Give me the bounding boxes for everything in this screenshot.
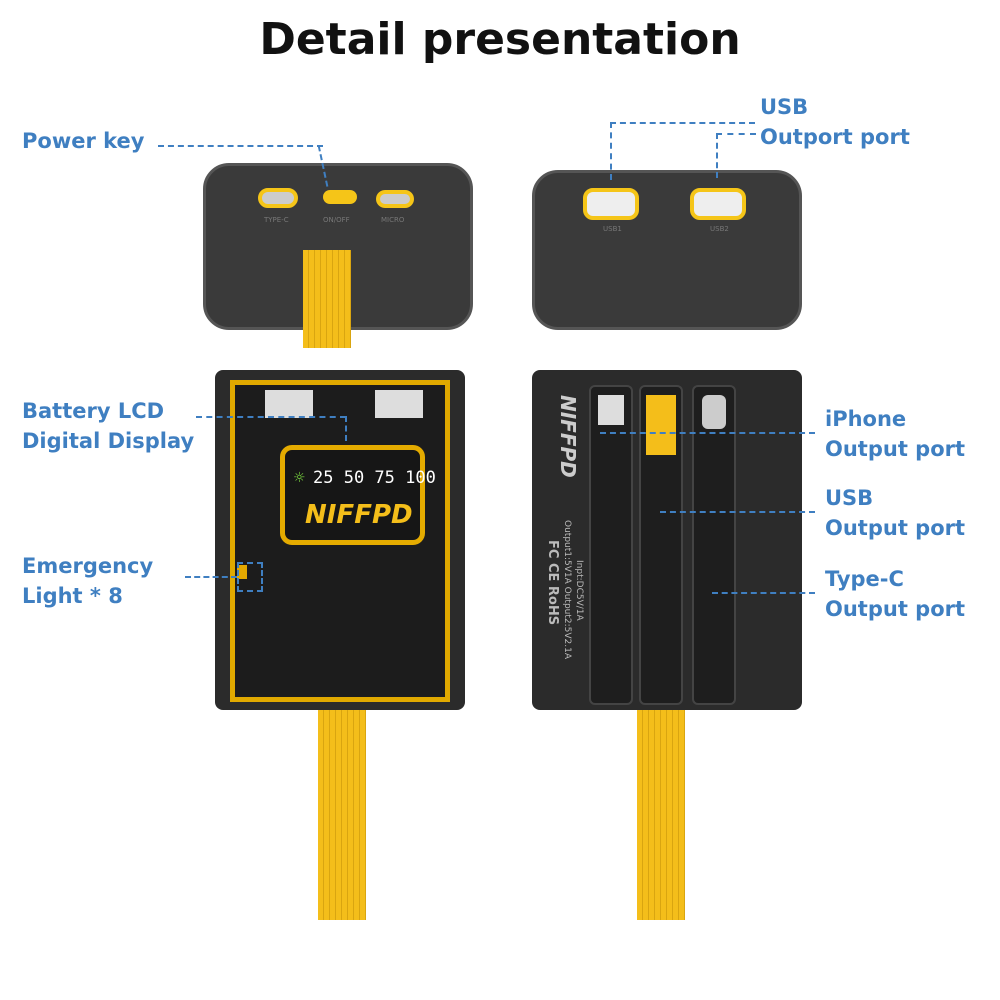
battery-lcd-display: ☼ 25 50 75 100 NIFFPD — [280, 445, 436, 545]
micro-label: MICRO — [381, 216, 405, 224]
spec-input: Inpt:DC5V/1A — [574, 560, 584, 621]
label-power-key: Power key — [22, 129, 145, 153]
page-title: Detail presentation — [259, 14, 741, 65]
circuit-board: ☼ 25 50 75 100 NIFFPD — [230, 380, 450, 702]
usb1-label: USB1 — [603, 225, 622, 233]
power-bank-open-view: ☼ 25 50 75 100 NIFFPD — [215, 370, 465, 710]
power-bank-back-view: NIFFPD Inpt:DC5V/1A Output1:5V1A Output2… — [532, 370, 802, 710]
usb2-port — [690, 188, 746, 220]
usb2-label: USB2 — [710, 225, 729, 233]
typec-cable — [692, 385, 736, 705]
typec-port — [258, 188, 298, 208]
micro-port — [376, 190, 414, 208]
usb1-port — [583, 188, 639, 220]
certifications: FC CE RoHS — [545, 540, 560, 626]
power-key — [323, 190, 357, 204]
iphone-cable — [589, 385, 633, 705]
spec-output: Output1:5V1A Output2:5V2.1A — [562, 520, 572, 660]
strap-loop — [303, 250, 351, 348]
power-bank-end-cap-left: TYPE-C ON/OFF MICRO — [203, 163, 473, 330]
lcd-levels: 25 50 75 100 — [313, 468, 436, 488]
side-brand: NIFFPD — [556, 395, 580, 478]
strap-bottom-left — [318, 705, 366, 920]
lcd-brand: NIFFPD — [305, 500, 413, 530]
strap-bottom-right — [637, 705, 685, 920]
power-bank-end-cap-right: USB1 USB2 — [532, 170, 802, 330]
typec-label: TYPE-C — [264, 216, 289, 224]
emergency-light — [237, 565, 247, 579]
usb-cable — [639, 385, 683, 705]
onoff-label: ON/OFF — [323, 216, 350, 224]
bulb-icon: ☼ — [293, 470, 306, 486]
